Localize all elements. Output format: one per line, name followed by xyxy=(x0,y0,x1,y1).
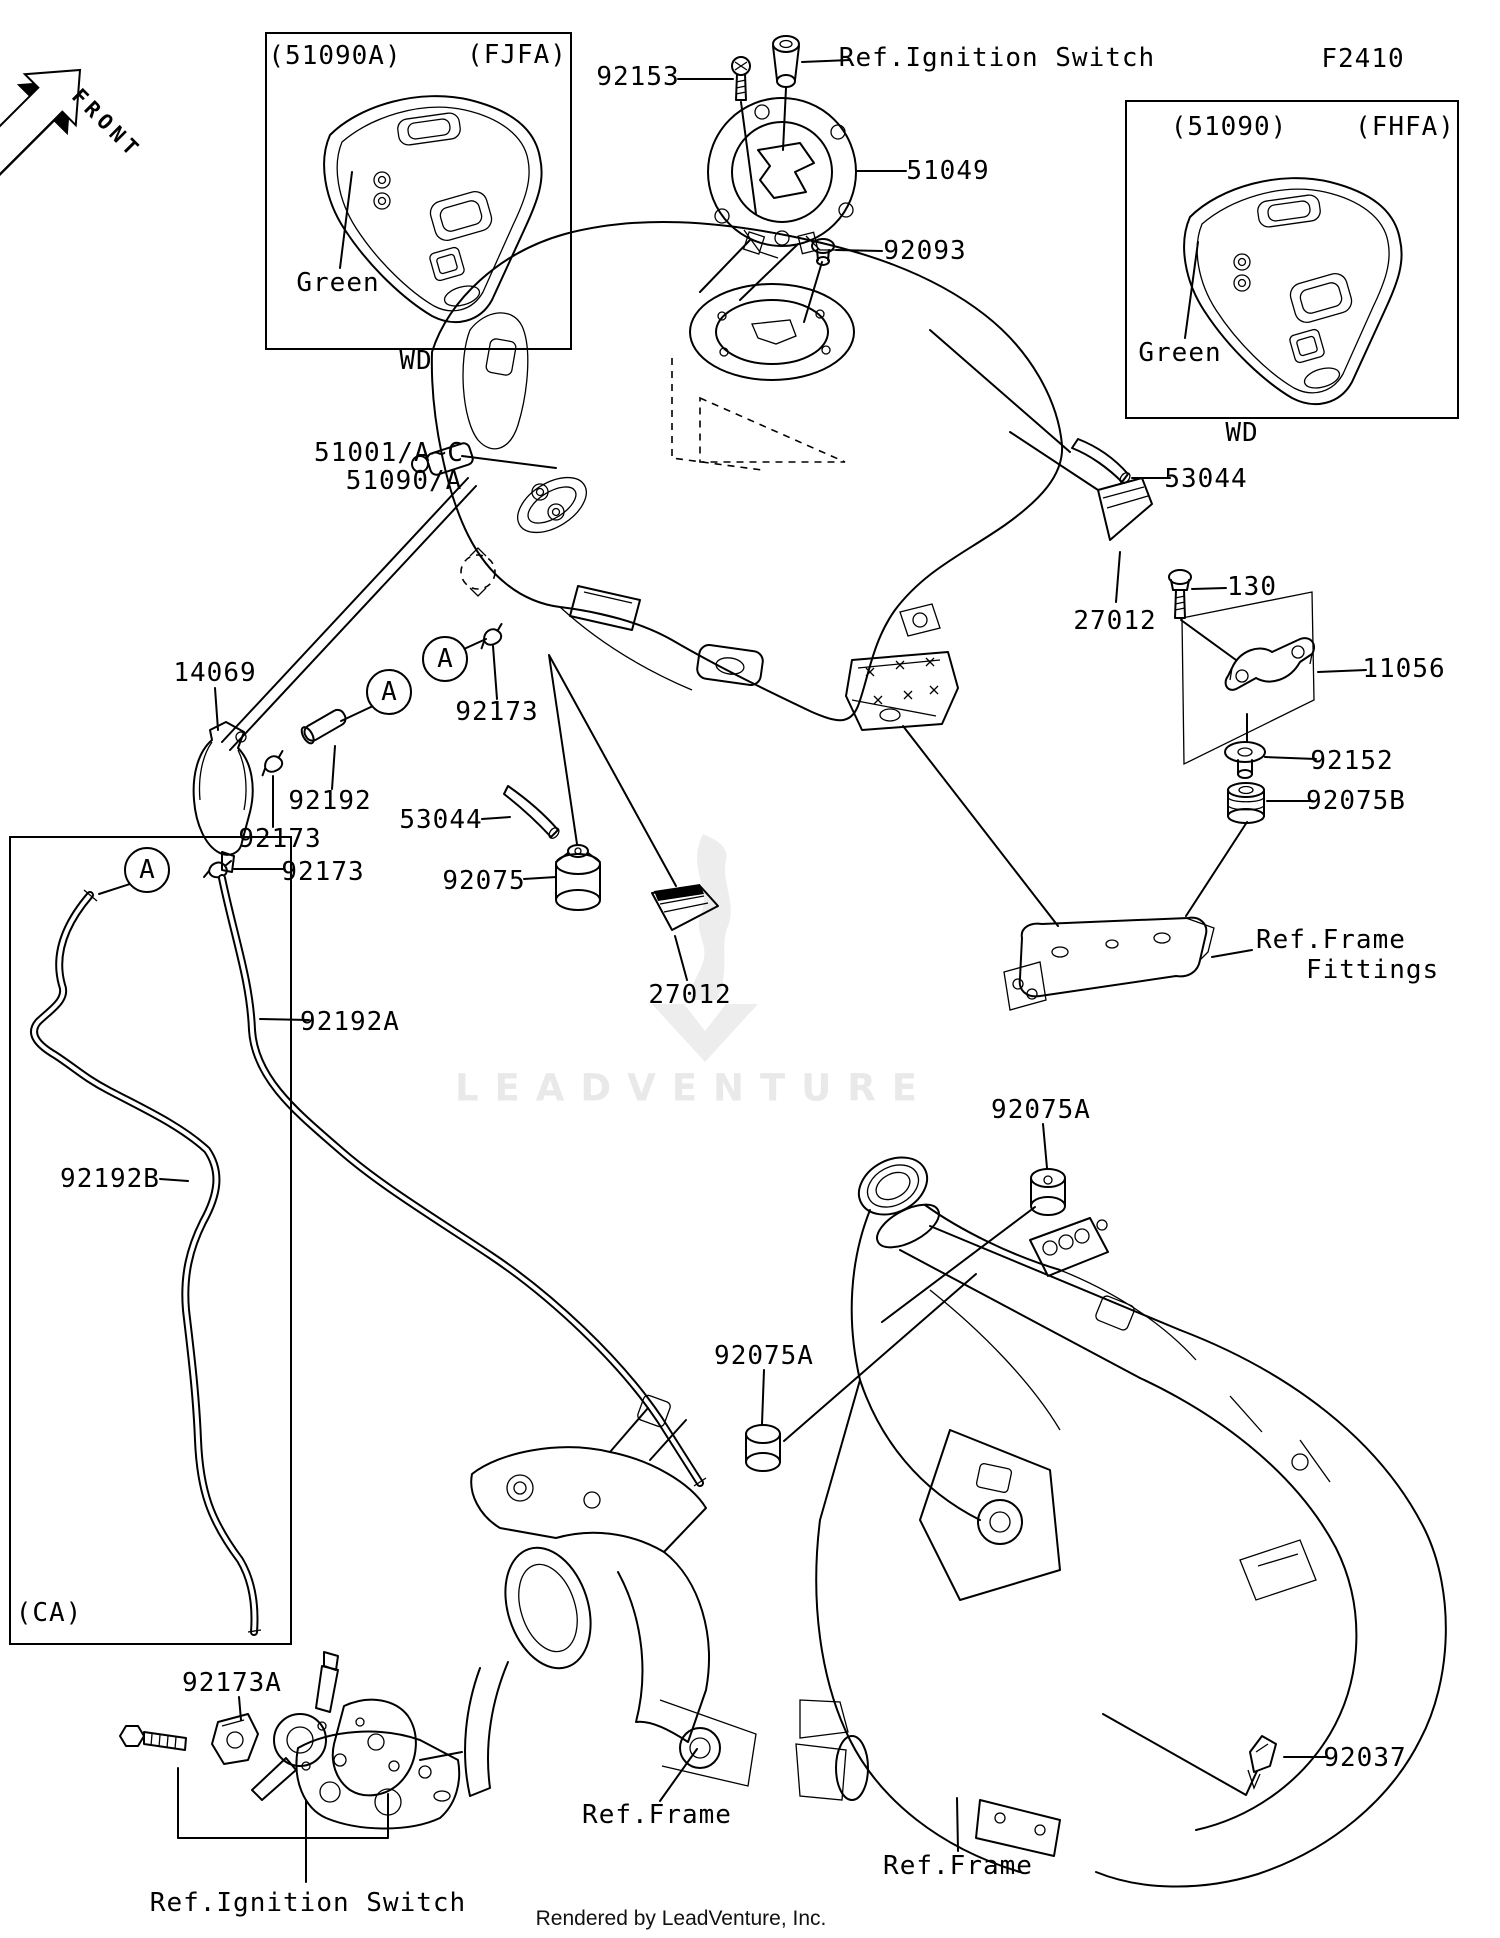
label-92037: 92037 xyxy=(1323,1743,1407,1773)
label-92075: 92075 xyxy=(442,866,526,896)
screw-icon xyxy=(731,56,751,101)
watermark-logo-icon xyxy=(652,834,758,1062)
damper-92075-icon xyxy=(555,844,601,911)
label-92192: 92192 xyxy=(288,786,372,816)
hose-clamp-icon xyxy=(203,860,232,879)
frame-left-drawing xyxy=(295,1394,757,1830)
tank-pad-drawing-right xyxy=(1183,177,1403,406)
label-11056: 11056 xyxy=(1362,654,1446,684)
label-92192a: 92192A xyxy=(300,1007,400,1037)
inset-left-part: (51090A) xyxy=(268,41,402,71)
inset-left-code: (FJFA) xyxy=(467,40,567,70)
clamp-92037-icon xyxy=(1247,1735,1277,1790)
label-92152: 92152 xyxy=(1310,746,1394,776)
hook-27012-right xyxy=(1097,477,1153,541)
inset-right-code: (FHFA) xyxy=(1355,112,1455,142)
leader-lines xyxy=(98,59,1367,1883)
label-92153: 92153 xyxy=(596,62,680,92)
inset-right-color: Green xyxy=(1138,338,1222,368)
hook-27012-center xyxy=(651,884,719,931)
label-14069: 14069 xyxy=(173,658,257,688)
label-53044-left: 53044 xyxy=(399,805,483,835)
tank-pad-drawing-left xyxy=(323,95,543,324)
hose-92192b-drawing xyxy=(30,889,262,1636)
label-51090: 51090/A xyxy=(345,466,463,496)
inset-left-color: Green xyxy=(296,268,380,298)
inset-box-ca xyxy=(9,836,292,1645)
trim-strip-right xyxy=(1071,438,1131,484)
label-130: 130 xyxy=(1227,572,1277,602)
label-f2410: F2410 xyxy=(1321,44,1405,74)
breather-tube-drawing xyxy=(203,442,503,879)
frame-right-drawing xyxy=(795,1156,1447,1888)
marker-A: A xyxy=(124,847,170,893)
damper-92075a-top-icon xyxy=(1030,1168,1066,1216)
front-arrow-icon xyxy=(0,68,82,186)
label-92075a-left: 92075A xyxy=(714,1341,814,1371)
damper-92075b-icon xyxy=(1227,782,1265,824)
label-ref-frame-left: Ref.Frame xyxy=(582,1800,732,1830)
petcock-cluster-drawing xyxy=(119,1651,417,1801)
bolt-130-icon xyxy=(1168,569,1192,619)
bracket-11056-drawing xyxy=(1181,591,1316,766)
label-92173-3: 92173 xyxy=(281,857,365,887)
label-53044-right: 53044 xyxy=(1164,464,1248,494)
label-27012-right: 27012 xyxy=(1073,606,1157,636)
inset-ca-label: (CA) xyxy=(15,1598,83,1628)
label-92075a-top: 92075A xyxy=(991,1095,1091,1125)
hose-clamp-icon xyxy=(480,623,503,650)
label-ref-ignition-bottom: Ref.Ignition Switch xyxy=(149,1888,467,1918)
damper-92075a-left-icon xyxy=(745,1424,781,1472)
label-92173-2: 92173 xyxy=(238,824,322,854)
footer-credit: Rendered by LeadVenture, Inc. xyxy=(535,1907,827,1930)
label-27012-center: 27012 xyxy=(648,980,732,1010)
label-ref-frame-fittings: Ref.Frame Fittings xyxy=(1256,925,1440,985)
label-92093: 92093 xyxy=(883,236,967,266)
label-51049: 51049 xyxy=(906,156,990,186)
hose-92192a-drawing xyxy=(218,874,707,1487)
breather-body-drawing xyxy=(192,721,254,873)
label-92173a: 92173A xyxy=(182,1668,282,1698)
marker-A: A xyxy=(366,669,412,715)
inset-right-part: (51090) xyxy=(1170,112,1288,142)
inset-right-view: WD xyxy=(1225,418,1259,448)
label-92192b: 92192B xyxy=(60,1164,160,1194)
inset-left-view: WD xyxy=(399,346,433,376)
watermark-text: LEADVENTURE xyxy=(454,1066,934,1110)
frame-fitting-crossmember-drawing xyxy=(1003,916,1215,1011)
fuel-tank-drawing xyxy=(430,220,1064,731)
collar-92152-icon xyxy=(1224,741,1266,779)
inset-box-fhfa xyxy=(1125,100,1459,419)
marker-A: A xyxy=(422,636,468,682)
label-51001: 51001/A~C xyxy=(314,438,464,468)
trim-strip-left xyxy=(503,785,560,839)
label-92075b: 92075B xyxy=(1306,786,1406,816)
ignition-switch-stub-icon xyxy=(772,35,800,88)
label-ref-ignition-top: Ref.Ignition Switch xyxy=(838,43,1156,73)
label-92173-1: 92173 xyxy=(455,697,539,727)
label-ref-frame-bottom: Ref.Frame xyxy=(883,1851,1033,1881)
inset-box-fjfa xyxy=(265,32,572,350)
hose-clamp-icon xyxy=(261,750,284,777)
